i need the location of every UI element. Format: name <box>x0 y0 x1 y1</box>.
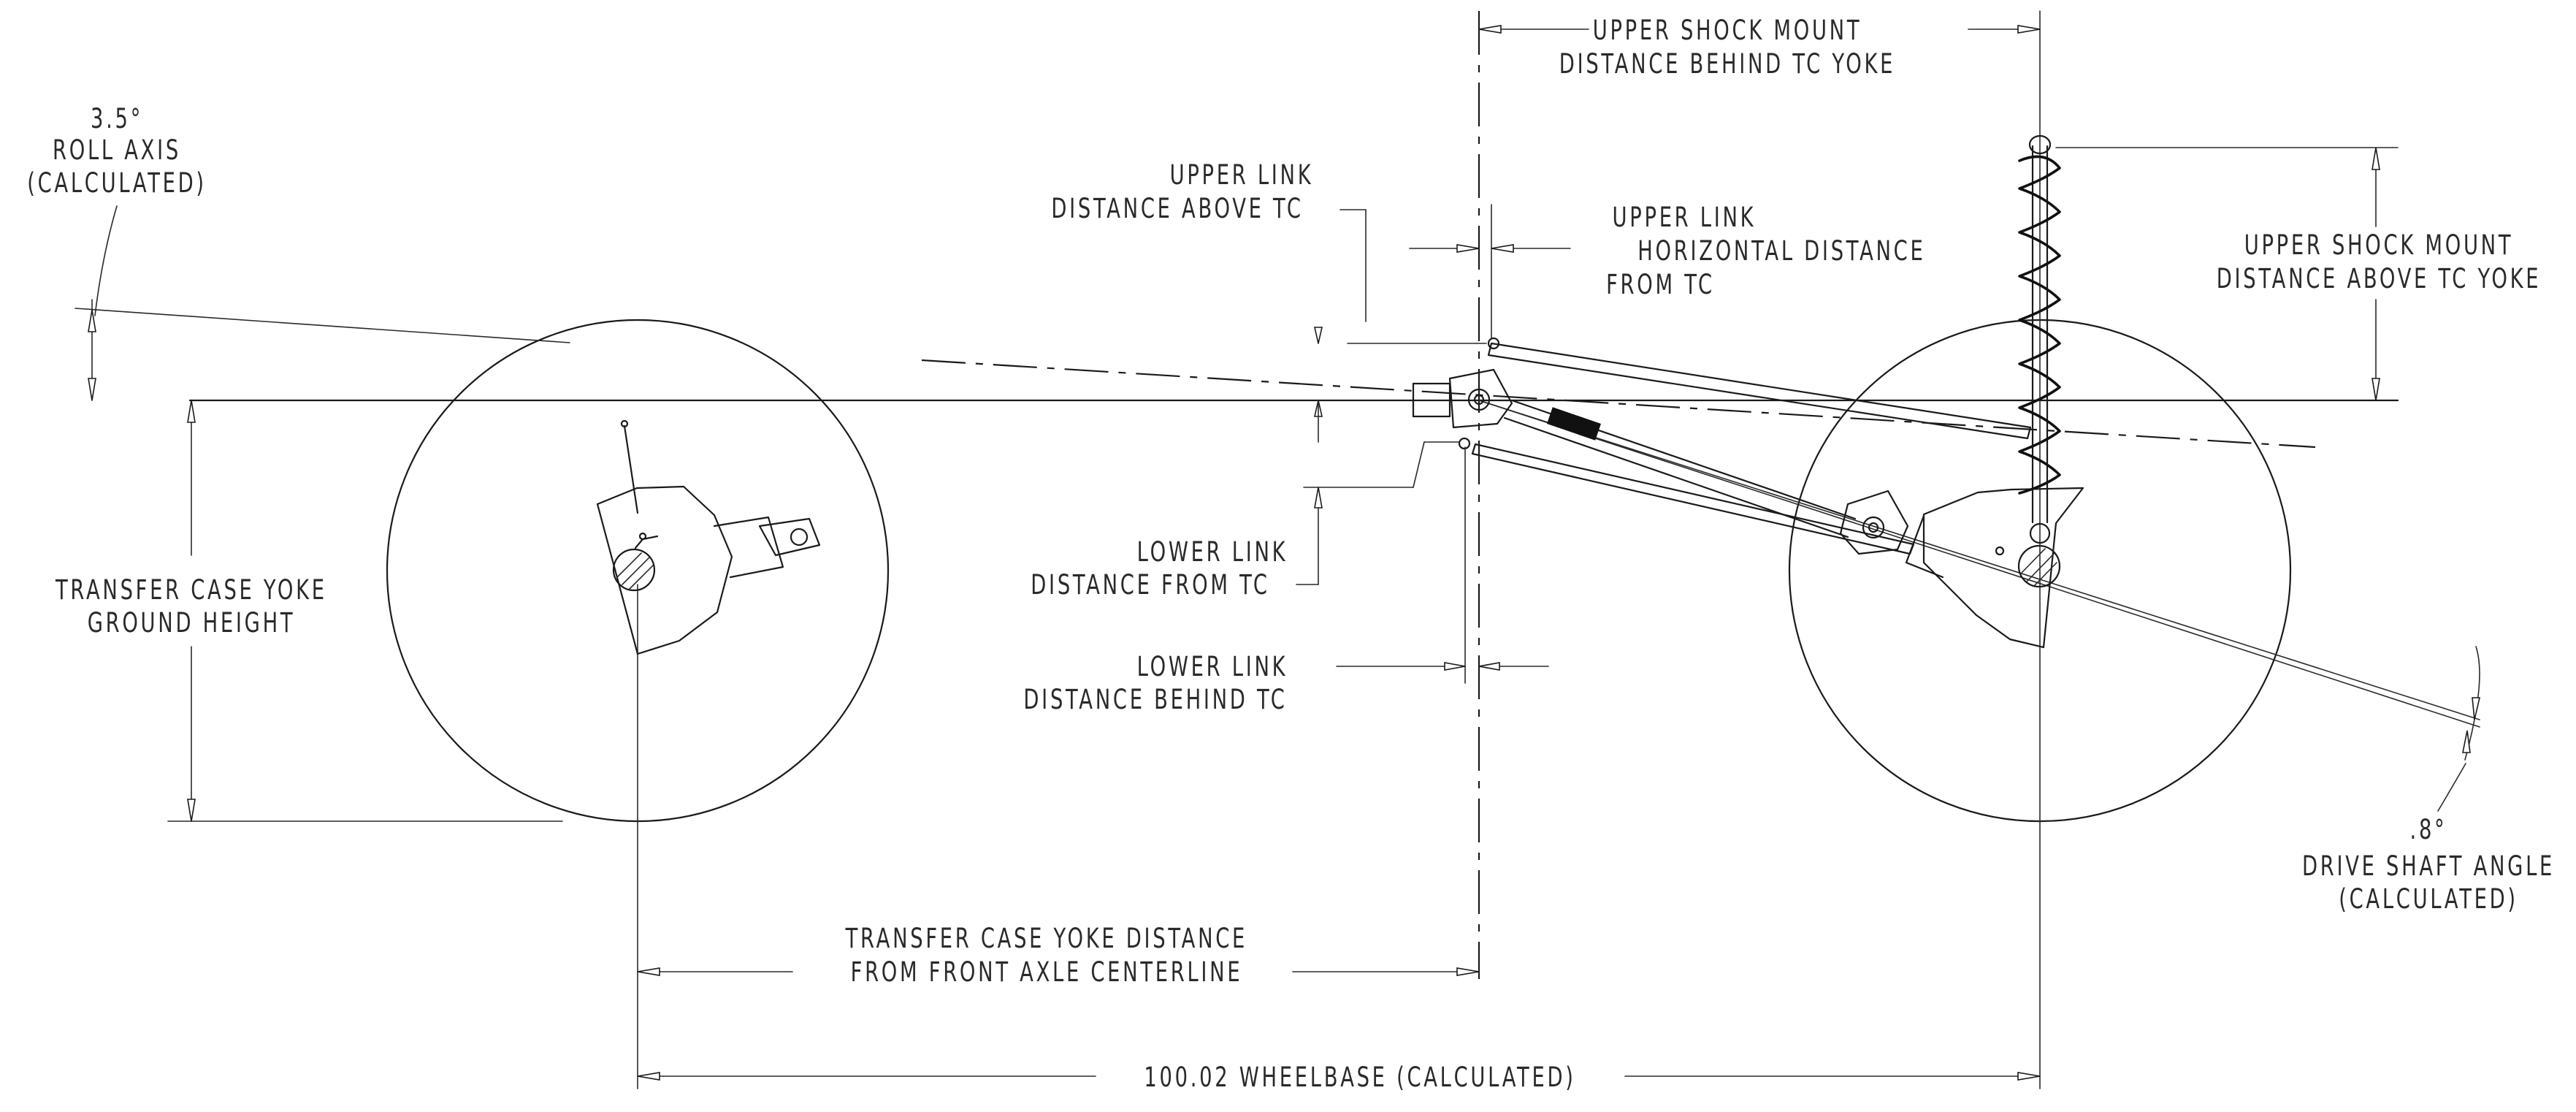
upper-link-above-label-line2: DISTANCE ABOVE TC <box>1051 193 1303 224</box>
rear-axle-tube <box>2017 544 2061 588</box>
drive-shaft-label-line2: (CALCULATED) <box>2339 883 2518 915</box>
drive-shaft-angle-leader <box>2437 763 2466 812</box>
dim-wheelbase-arrow-left <box>637 1072 660 1081</box>
rear-u-joint <box>1839 490 1909 555</box>
drive-shaft-angle-arrow-top <box>2472 697 2481 720</box>
shock-lower-eye <box>2029 522 2051 544</box>
front-axle-tube <box>612 548 656 592</box>
rear-u-joint-cap <box>1862 516 1885 539</box>
roll-axis-line <box>921 359 2316 449</box>
front-link-mount-lower <box>634 538 644 549</box>
roll-axis-label-line1: ROLL AXIS <box>53 134 181 166</box>
tc-distance-label-line1: TRANSFER CASE YOKE DISTANCE <box>845 923 1247 954</box>
dim-upper-shock-above-arrow-top <box>2371 147 2380 170</box>
dim-roll-axis-arrow-top <box>88 309 96 332</box>
upper-link <box>1487 342 2032 440</box>
dim-upper-link-horiz-arrow-left <box>1456 244 1480 253</box>
roll-axis-leader <box>94 205 118 316</box>
drive-shaft-line-offset <box>1478 400 2480 720</box>
front-yoke-hole <box>790 528 809 547</box>
front-link-mount-upper <box>623 424 639 514</box>
front-u-joint-cap <box>1467 388 1491 411</box>
lower-link-from-label-line1: LOWER LINK <box>1137 536 1288 568</box>
dim-lower-link-behind-arrow-right <box>1478 662 1500 671</box>
drive-shaft-label-line1: DRIVE SHAFT ANGLE <box>2302 850 2555 882</box>
lower-link <box>1471 443 1915 555</box>
dim-upper-link-horiz-arrow-right <box>1491 244 1514 253</box>
rear-pinion-snout <box>1905 514 1944 579</box>
dim-wheelbase-arrow-right <box>2017 1072 2041 1081</box>
rear-u-joint-cap-inner <box>1868 522 1879 533</box>
front-u-joint <box>1448 368 1513 429</box>
front-axle-tube-hatch-2 <box>622 556 651 585</box>
front-pinion-yoke <box>713 516 784 579</box>
upper-link-front-bushing <box>1487 337 1500 350</box>
upper-shock-above-label-line1: UPPER SHOCK MOUNT <box>2244 229 2514 261</box>
lower-link-from-label-line2: DISTANCE FROM TC <box>1031 569 1269 601</box>
rear-axle-tube-hatch-2 <box>2026 553 2055 582</box>
dim-tc-ground-arrow-bottom <box>187 799 196 822</box>
front-axle-tube-hatch-1 <box>616 552 642 578</box>
shock-top-eye <box>2028 134 2052 155</box>
dim-tc-distance-arrow-right <box>1456 967 1480 976</box>
upper-link-above-label-line1: UPPER LINK <box>1170 159 1314 191</box>
drive-shaft-angle-arc <box>2464 646 2480 761</box>
front-u-joint-cap-inner <box>1473 394 1485 405</box>
dim-roll-axis-arrow-bottom <box>88 378 96 401</box>
upper-shock-above-label-line2: DISTANCE ABOVE TC YOKE <box>2217 263 2542 294</box>
rear-axle-housing <box>1922 487 2084 649</box>
upper-shock-behind-label-line2: DISTANCE BEHIND TC YOKE <box>1559 48 1895 80</box>
dim-lower-link-from-arrow <box>1314 487 1323 509</box>
drive-shaft-value: .8° <box>2410 814 2447 845</box>
dim-tc-ground-arrow-top <box>187 400 196 423</box>
roll-axis-value: 3.5° <box>91 103 143 134</box>
front-link-mount-lower-pin <box>638 532 647 541</box>
tc-distance-label-line2: FROM FRONT AXLE CENTERLINE <box>851 956 1243 988</box>
lower-link-front-bushing <box>1458 437 1471 450</box>
roll-axis-reference-line <box>74 308 570 343</box>
front-axle-tube-hatch-3 <box>629 564 654 590</box>
drive-shaft-line <box>1478 400 2480 728</box>
rear-axle-tube-hatch-3 <box>2034 562 2057 586</box>
upper-link-horiz-label-line1: UPPER LINK <box>1613 202 1757 233</box>
lower-link-behind-label-line1: LOWER LINK <box>1137 651 1288 682</box>
dim-lower-link-from-ext2 <box>1413 441 1425 488</box>
rear-link-mount-pin <box>1995 546 2005 556</box>
upper-link-horiz-label-line3: FROM TC <box>1606 269 1715 300</box>
drive-shaft-angle-arrow-bottom <box>2462 730 2471 753</box>
roll-axis-label-line2: (CALCULATED) <box>27 167 207 199</box>
tc-ground-label-line1: TRANSFER CASE YOKE <box>55 574 327 606</box>
upper-shock-behind-label-line1: UPPER SHOCK MOUNT <box>1593 15 1862 46</box>
dim-upper-shock-above-arrow-bottom <box>2371 378 2380 401</box>
drive-shaft-tube-bottom <box>1503 416 1849 538</box>
dim-upper-shock-behind-arrow-left <box>1478 25 1502 34</box>
upper-link-horiz-label-line2: HORIZONTAL DISTANCE <box>1637 235 1925 267</box>
dim-lower-link-behind-arrow-left <box>1444 662 1466 671</box>
tc-output-yoke <box>1412 382 1451 418</box>
dim-tc-distance-arrow-left <box>637 967 660 976</box>
coil-spring <box>2018 155 2061 495</box>
wheelbase-label: 100.02 WHEELBASE (CALCULATED) <box>1144 1062 1575 1093</box>
tc-ground-label-line2: GROUND HEIGHT <box>88 607 296 639</box>
front-link-mount-upper-pin <box>620 419 629 428</box>
dim-upper-shock-behind-arrow-right <box>2017 25 2041 34</box>
rear-axle-tube-hatch-1 <box>2021 548 2046 574</box>
front-yoke-ear <box>758 517 821 557</box>
dim-upper-link-above-arrow-top <box>1313 327 1323 344</box>
drive-shaft-slip-spline <box>1547 407 1601 441</box>
lower-link-behind-label-line2: DISTANCE BEHIND TC <box>1023 684 1287 715</box>
front-axle-housing <box>596 485 733 655</box>
